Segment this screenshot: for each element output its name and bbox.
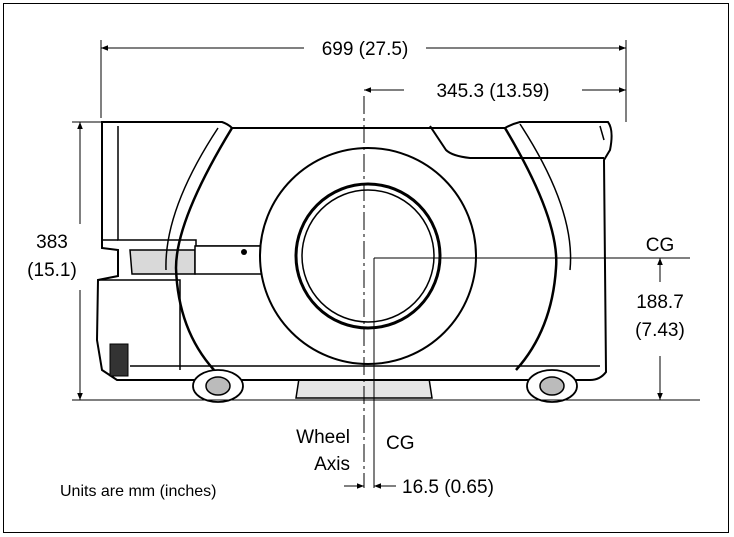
height-value-label: 383 bbox=[36, 232, 68, 253]
cg-offset-label: 16.5 (0.65) bbox=[402, 477, 494, 498]
wheel-label: Wheel bbox=[296, 427, 350, 448]
cg-height-inches-label: (7.43) bbox=[635, 320, 685, 341]
units-note: Units are mm (inches) bbox=[60, 483, 216, 500]
height-inches-label: (15.1) bbox=[27, 260, 77, 281]
axis-label: Axis bbox=[314, 454, 350, 475]
cg-side-label: CG bbox=[646, 235, 675, 256]
half-width-label: 345.3 (13.59) bbox=[436, 81, 549, 102]
cg-bottom-label: CG bbox=[386, 433, 415, 454]
cg-height-value-label: 188.7 bbox=[636, 292, 684, 313]
robot-body bbox=[95, 121, 613, 403]
dimension-lines bbox=[72, 40, 700, 489]
overall-width-label: 699 (27.5) bbox=[322, 39, 409, 60]
